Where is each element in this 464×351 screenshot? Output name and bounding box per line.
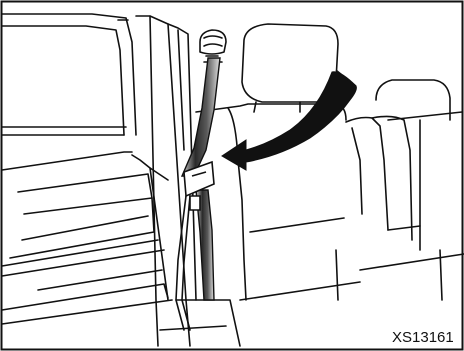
figure-code: XS13161 bbox=[392, 329, 454, 346]
